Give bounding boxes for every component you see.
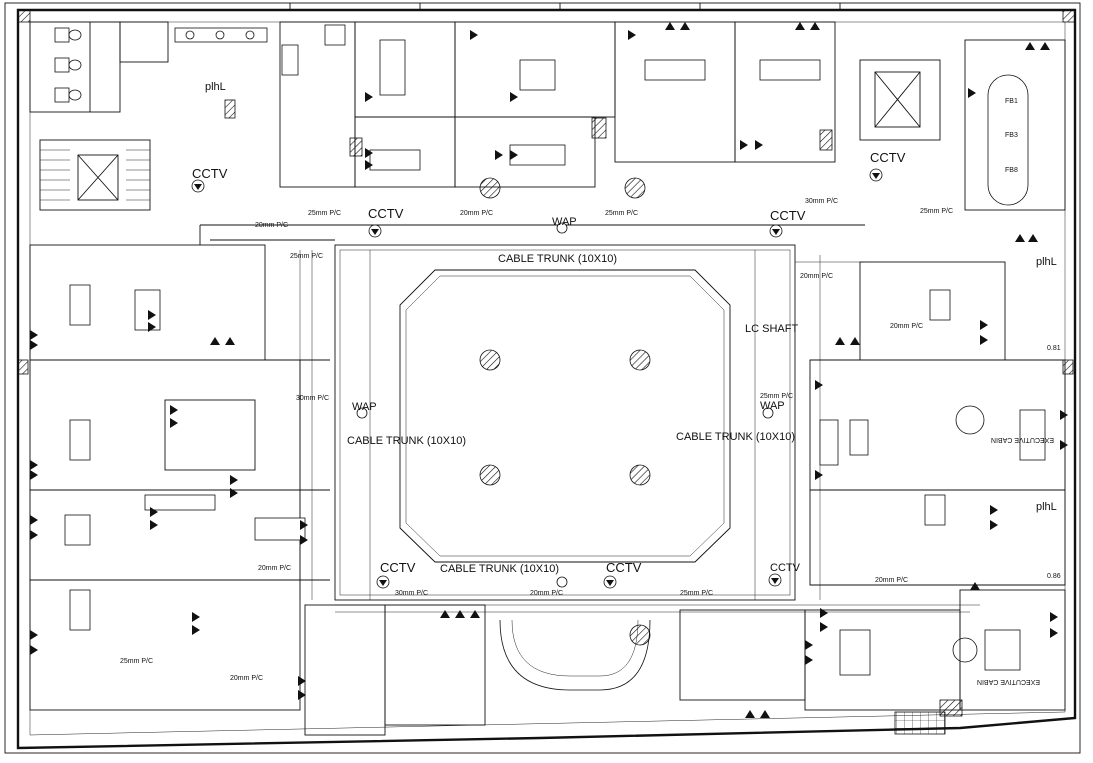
cable-trunk-label-bottom: CABLE TRUNK (10X10) bbox=[440, 563, 559, 575]
outlet-symbols bbox=[30, 22, 1068, 718]
cctv-cameras: CCTV CCTV CCTV CCTV CCTV CCTV CCTV bbox=[191, 150, 906, 589]
cable-trunk-label-top: CABLE TRUNK (10X10) bbox=[498, 253, 617, 265]
wireless-access-points: WAP WAP WAP bbox=[352, 216, 785, 588]
lift-lobby-label-right-2: plhL bbox=[1036, 501, 1057, 513]
pvc-callout: 20mm P/C bbox=[800, 273, 833, 280]
pvc-callout: 20mm P/C bbox=[530, 590, 563, 597]
executive-cabin-label-2: EXECUTIVE CABIN bbox=[977, 678, 1040, 685]
floor-box-fb3: FB3 bbox=[1005, 132, 1018, 139]
central-atrium bbox=[334, 244, 796, 601]
pvc-callout: 25mm P/C bbox=[680, 590, 713, 597]
cctv-label: CCTV bbox=[770, 208, 806, 223]
cctv-label: CCTV bbox=[368, 206, 404, 221]
cctv-camera-icon: CCTV bbox=[368, 206, 404, 238]
cctv-label: CCTV bbox=[770, 562, 801, 574]
lift-core-right bbox=[859, 59, 941, 141]
wap-label: WAP bbox=[760, 400, 785, 412]
wap-icon: WAP bbox=[552, 216, 577, 234]
cctv-label: CCTV bbox=[192, 166, 228, 181]
left-offices bbox=[29, 244, 306, 711]
right-offices bbox=[809, 261, 1066, 711]
floor-box-fb8: FB8 bbox=[1005, 167, 1018, 174]
bottom-zone bbox=[304, 604, 961, 736]
cctv-camera-icon: CCTV bbox=[869, 150, 906, 182]
wap-label: WAP bbox=[552, 216, 577, 228]
pvc-callout: 25mm P/C bbox=[308, 210, 341, 217]
conference-room: FB1 FB3 FB8 bbox=[964, 39, 1066, 211]
pvc-callout: 20mm P/C bbox=[890, 323, 923, 330]
pvc-callout: 20mm P/C bbox=[875, 577, 908, 584]
floor-box-fb1: FB1 bbox=[1005, 98, 1018, 105]
cctv-label: CCTV bbox=[380, 560, 416, 575]
cctv-label: CCTV bbox=[870, 150, 906, 165]
pvc-callouts: 20mm P/C 25mm P/C 20mm P/C 25mm P/C 25mm… bbox=[120, 198, 953, 682]
top-offices bbox=[354, 21, 836, 199]
cctv-camera-icon: CCTV bbox=[191, 166, 228, 193]
level-marker-1: 0.81 bbox=[1047, 345, 1061, 352]
wap-icon: WAP bbox=[352, 401, 377, 419]
toilet-block bbox=[29, 21, 268, 113]
pvc-callout: 25mm P/C bbox=[605, 210, 638, 217]
cctv-camera-icon: CCTV bbox=[603, 560, 642, 589]
pvc-callout: 20mm P/C bbox=[460, 210, 493, 217]
executive-cabin-label: EXECUTIVE CABIN bbox=[991, 436, 1054, 443]
lc-shaft-label: LC SHAFT bbox=[745, 323, 798, 335]
level-marker-2: 0.86 bbox=[1047, 573, 1061, 580]
wap-icon bbox=[556, 576, 568, 588]
pvc-callout: 25mm P/C bbox=[920, 208, 953, 215]
pantry bbox=[279, 21, 356, 188]
pvc-callout: 30mm P/C bbox=[296, 395, 329, 402]
cctv-camera-icon: CCTV bbox=[768, 562, 801, 587]
pvc-callout: 25mm P/C bbox=[760, 393, 793, 400]
pvc-callout: 20mm P/C bbox=[255, 222, 288, 229]
cable-trunk-label-right: CABLE TRUNK (10X10) bbox=[676, 431, 795, 443]
wap-label: WAP bbox=[352, 401, 377, 413]
pvc-callout: 25mm P/C bbox=[290, 253, 323, 260]
cable-runs bbox=[30, 224, 1065, 613]
pvc-callout: 25mm P/C bbox=[120, 658, 153, 665]
wap-icon: WAP bbox=[760, 400, 785, 419]
pvc-callout: 30mm P/C bbox=[805, 198, 838, 205]
cctv-label: CCTV bbox=[606, 560, 642, 575]
pvc-callout: 20mm P/C bbox=[258, 565, 291, 572]
cctv-camera-icon: CCTV bbox=[376, 560, 416, 589]
stair-core-left bbox=[39, 139, 151, 211]
lift-lobby-label-left: plhL bbox=[205, 81, 226, 93]
bottom-stair bbox=[894, 711, 946, 735]
lift-lobby-label-right: plhL bbox=[1036, 256, 1057, 268]
cable-trunk-label-left: CABLE TRUNK (10X10) bbox=[347, 435, 466, 447]
pvc-callout: 20mm P/C bbox=[230, 675, 263, 682]
pvc-callout: 30mm P/C bbox=[395, 590, 428, 597]
cctv-camera-icon: CCTV bbox=[769, 208, 806, 238]
